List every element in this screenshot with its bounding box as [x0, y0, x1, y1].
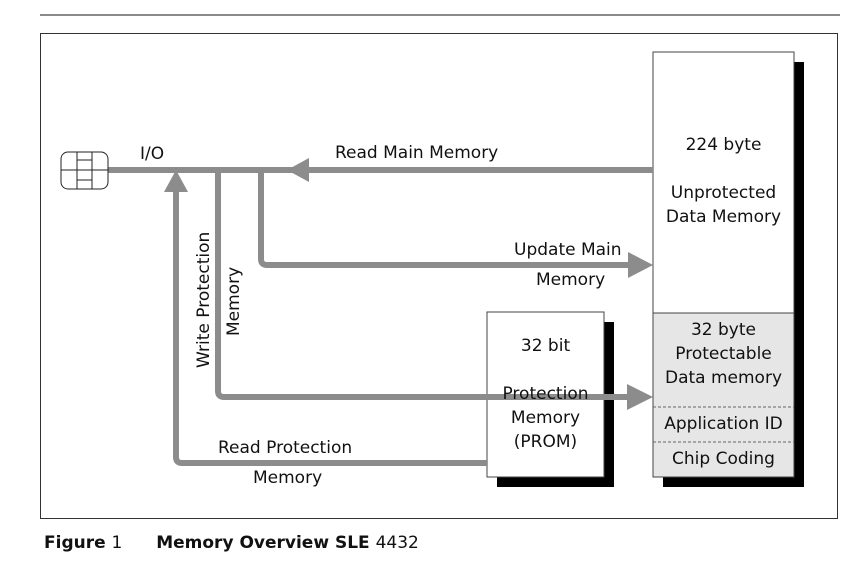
write-protection-line [215, 170, 627, 400]
arrow-heads [164, 158, 653, 410]
update-main-line [258, 170, 630, 268]
main-memory-size: 224 byte [685, 135, 762, 155]
read-protection-memory-label: Memory [253, 468, 323, 488]
prom-label-line3: (PROM) [513, 432, 578, 452]
update-main-arrowhead [628, 252, 653, 278]
read-protection-line [173, 190, 487, 466]
read-protection-arrowhead [164, 170, 188, 192]
prom-size: 32 bit [520, 336, 571, 356]
protectable-size: 32 byte [690, 320, 756, 340]
update-main-memory-label: Memory [536, 270, 606, 290]
figure-frame [40, 33, 838, 519]
protectable-label-line2: Data memory [664, 368, 783, 388]
caption-label: Figure [44, 533, 106, 553]
read-main-memory-label: Read Main Memory [335, 143, 499, 163]
protectable-label-line1: Protectable [675, 344, 772, 364]
write-protection-arrowhead [627, 384, 653, 410]
write-protection-label: Write Protection [194, 231, 214, 368]
io-label: I/O [140, 144, 165, 164]
read-protection-label: Read Protection [218, 438, 353, 458]
caption-number: 1 [111, 533, 123, 553]
chip-coding-label: Chip Coding [672, 449, 775, 469]
application-id-label: Application ID [664, 414, 783, 434]
caption-model: 4432 [375, 533, 419, 553]
write-protection-memory-label: Memory [224, 266, 244, 336]
main-memory-label-line2: Data Memory [665, 207, 782, 227]
caption-title: Memory Overview SLE [156, 533, 370, 553]
main-memory-label-line1: Unprotected [670, 183, 777, 203]
prom-label-line1: Protection [502, 384, 589, 404]
chip-contact-icon [60, 151, 109, 190]
top-rule [40, 14, 840, 16]
figure-caption: Figure 1 Memory Overview SLE 4432 [44, 533, 419, 553]
protected-area [652, 312, 795, 478]
read-main-arrowhead [287, 158, 309, 182]
prom-label-line2: Memory [510, 408, 581, 428]
connection-lines [108, 167, 653, 466]
update-main-label: Update Main [514, 240, 622, 260]
